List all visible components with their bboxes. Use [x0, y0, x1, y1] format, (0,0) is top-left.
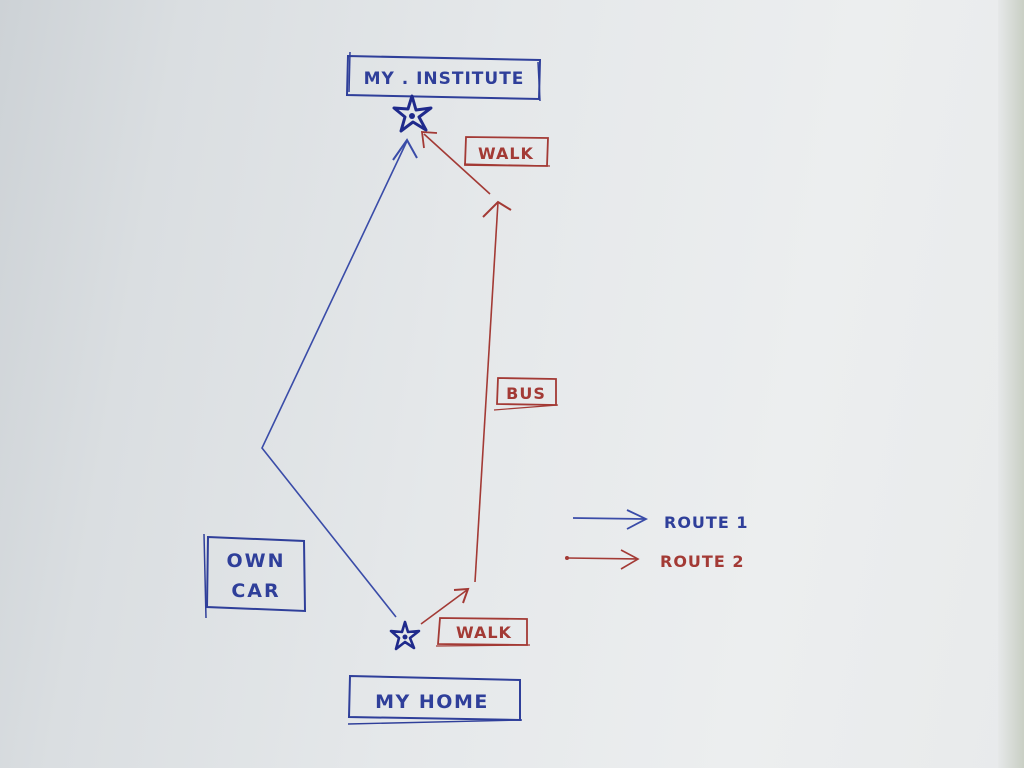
- bus-box: BUS: [493, 377, 559, 411]
- route1-path: [261, 138, 418, 618]
- home-label: MY HOME: [375, 691, 489, 713]
- own-car-box: OWN CAR: [203, 533, 307, 619]
- walk-start-label: WALK: [456, 623, 512, 642]
- legend: ROUTE 1 ROUTE 2: [565, 509, 748, 571]
- home-node: MY HOME: [347, 674, 523, 725]
- walk-end-box: WALK: [463, 136, 551, 167]
- bus-label: BUS: [506, 384, 546, 403]
- institute-node: MY . INSTITUTE: [345, 51, 542, 102]
- route2-path: [420, 131, 512, 625]
- star-icon: [392, 94, 433, 133]
- legend-route1: ROUTE 1: [572, 509, 748, 532]
- own-car-label-line1: OWN: [226, 550, 285, 572]
- own-car-label-line2: CAR: [231, 580, 280, 602]
- walk-end-label: WALK: [478, 144, 534, 163]
- walk-start-box: WALK: [435, 617, 531, 647]
- legend-route2-label: ROUTE 2: [660, 552, 744, 571]
- institute-label: MY . INSTITUTE: [364, 69, 525, 89]
- legend-route1-label: ROUTE 1: [664, 513, 748, 532]
- star-icon: [389, 620, 421, 651]
- legend-route2: ROUTE 2: [565, 549, 744, 571]
